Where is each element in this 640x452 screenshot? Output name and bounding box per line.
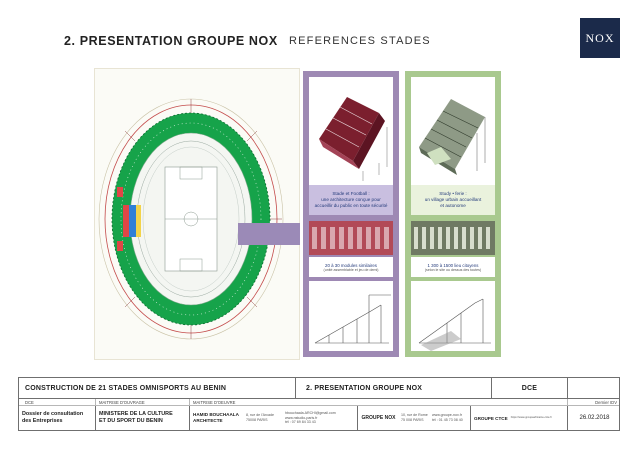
owner-label-cell: MAITRISE D'OUVRAGE <box>95 399 189 405</box>
purple-caption-line-2: une architecture conçue pour <box>321 197 381 203</box>
purple-elevation-strip <box>309 221 393 255</box>
modular-stand-drawing <box>419 99 486 175</box>
green-elevation-strip <box>411 221 495 255</box>
owner-label: MAITRISE D'OUVRAGE <box>99 399 145 405</box>
groupe-nox-name: GROUPE NOX <box>361 415 396 421</box>
purple-note-small: (unité assemblable et jeu de demi) <box>323 267 379 272</box>
groupe-ctce-name: GROUPE CTCE <box>474 415 508 421</box>
purple-caption: Stade et Football : une architecture con… <box>309 185 393 215</box>
architect-address-line-2: 75008 PARIS <box>246 418 268 422</box>
architect-phone: tél : 07 69 84 33 43 <box>285 420 316 425</box>
purple-section-lines <box>314 294 391 344</box>
nox-address-line-2: 75 008 PARIS <box>401 418 424 422</box>
document-type-line-1: Dossier de consultation <box>22 411 84 418</box>
nox-address-line-1: 10, rue de Rome <box>401 413 428 418</box>
groupe-nox-cell: GROUPE NOX <box>357 406 399 430</box>
reference-figure: Stade et Football : une architecture con… <box>94 68 508 360</box>
date-cell: 26.02.2018 <box>567 406 621 430</box>
architect-title: ARCHITECTE <box>193 418 223 423</box>
stadium-plan-drawing <box>98 98 284 340</box>
document-date: 26.02.2018 <box>579 415 610 421</box>
green-note-small: (selon le site ou dessus des toutes) <box>424 267 482 272</box>
index-cell <box>567 378 621 398</box>
page-subtitle: REFERENCES STADES <box>289 35 431 47</box>
phase-label: DCE <box>25 399 34 405</box>
purple-caption-line-1: Stade et Football : <box>332 191 370 197</box>
ministry-line-2: ET DU SPORT DU BENIN <box>99 418 163 424</box>
architect-contact-cell: hbouchaala.ARCHI@gmail.com www.nstudio-p… <box>285 406 357 430</box>
purple-reference-panel: Stade et Football : une architecture con… <box>303 71 399 357</box>
green-caption-line-1: Study • ferie : <box>439 191 467 197</box>
purple-note-text: 20 à 30 modules similaires <box>325 262 377 268</box>
purple-note: 20 à 30 modules similaires (unité assemb… <box>309 257 393 277</box>
nox-website: www.groupe-nox.fr <box>432 413 462 418</box>
purple-elevation-drawing <box>309 221 393 255</box>
plan-arrow <box>238 223 300 245</box>
green-caption-line-2: un village urbain accueillant <box>424 197 482 203</box>
page-title: 2. PRESENTATION GROUPE NOX <box>64 34 278 48</box>
ministry-cell: MINISTERE DE LA CULTURE ET DU SPORT DU B… <box>95 406 189 430</box>
title-block: CONSTRUCTION DE 21 STADES OMNISPORTS AU … <box>18 377 620 431</box>
purple-section-drawing <box>309 281 393 351</box>
designer-label: MAITRISE D'OEUVRE <box>193 399 236 405</box>
nox-contact-cell: www.groupe-nox.fr tél : 01 45 73 08 40 <box>432 406 470 430</box>
section-title-cell: 2. PRESENTATION GROUPE NOX <box>295 378 491 398</box>
groupe-ctce-cell: GROUPE CTCE https://www.groupeafricaine-… <box>470 406 567 430</box>
ctce-website: https://www.groupeafricaine-ctce.fr <box>510 416 552 420</box>
green-elevation-drawing <box>411 221 495 255</box>
nox-phone: tél : 01 45 73 08 40 <box>432 418 463 422</box>
grandstand-render-drawing <box>319 97 388 181</box>
architect-email: hbouchaala.ARCHI@gmail.com <box>285 410 336 415</box>
architect-website: www.nstudio-paris.fr <box>285 415 318 420</box>
ministry-line-1: MINISTERE DE LA CULTURE <box>99 411 173 418</box>
green-note-text: 1 300 à 1500 lieu citoyens <box>427 262 479 268</box>
designer-label-cell: MAITRISE D'OEUVRE <box>189 399 567 405</box>
green-caption-line-3: et autonome <box>440 202 466 208</box>
nox-logo: NOX <box>580 18 620 58</box>
last-index-label-cell: Dernier IDV <box>567 399 621 405</box>
project-title: CONSTRUCTION DE 21 STADES OMNISPORTS AU … <box>25 384 227 392</box>
grandstand-render <box>309 77 393 185</box>
project-title-cell: CONSTRUCTION DE 21 STADES OMNISPORTS AU … <box>25 378 295 398</box>
architect-address-cell: 8, rue de l'Arcade 75008 PARIS <box>246 406 284 430</box>
modular-stand-render <box>411 77 495 185</box>
architect-name: HAMID BOUCHAALA <box>193 412 239 418</box>
green-caption: Study • ferie : un village urbain accuei… <box>411 185 495 215</box>
document-type-cell: Dossier de consultation des Entreprises <box>22 406 95 430</box>
architect-cell: HAMID BOUCHAALA ARCHITECTE <box>189 406 245 430</box>
green-section-lines <box>418 298 491 351</box>
green-reference-panel: Study • ferie : un village urbain accuei… <box>405 71 501 357</box>
phase-label-cell: DCE <box>25 399 95 405</box>
architect-address-line-1: 8, rue de l'Arcade <box>246 413 275 418</box>
green-note: 1 300 à 1500 lieu citoyens (selon le sit… <box>411 257 495 277</box>
last-index-label: Dernier IDV <box>595 399 617 405</box>
section-title: 2. PRESENTATION GROUPE NOX <box>306 384 423 392</box>
purple-caption-line-3: accueillir du public en toute sécurité <box>314 202 388 208</box>
nox-address-cell: 10, rue de Rome 75 008 PARIS <box>401 406 431 430</box>
green-section-drawing <box>411 281 495 351</box>
document-type-line-2: des Entreprises <box>22 418 63 424</box>
phase-cell: DCE <box>491 378 567 398</box>
stadium-plan <box>94 68 300 360</box>
phase-code: DCE <box>521 384 538 392</box>
